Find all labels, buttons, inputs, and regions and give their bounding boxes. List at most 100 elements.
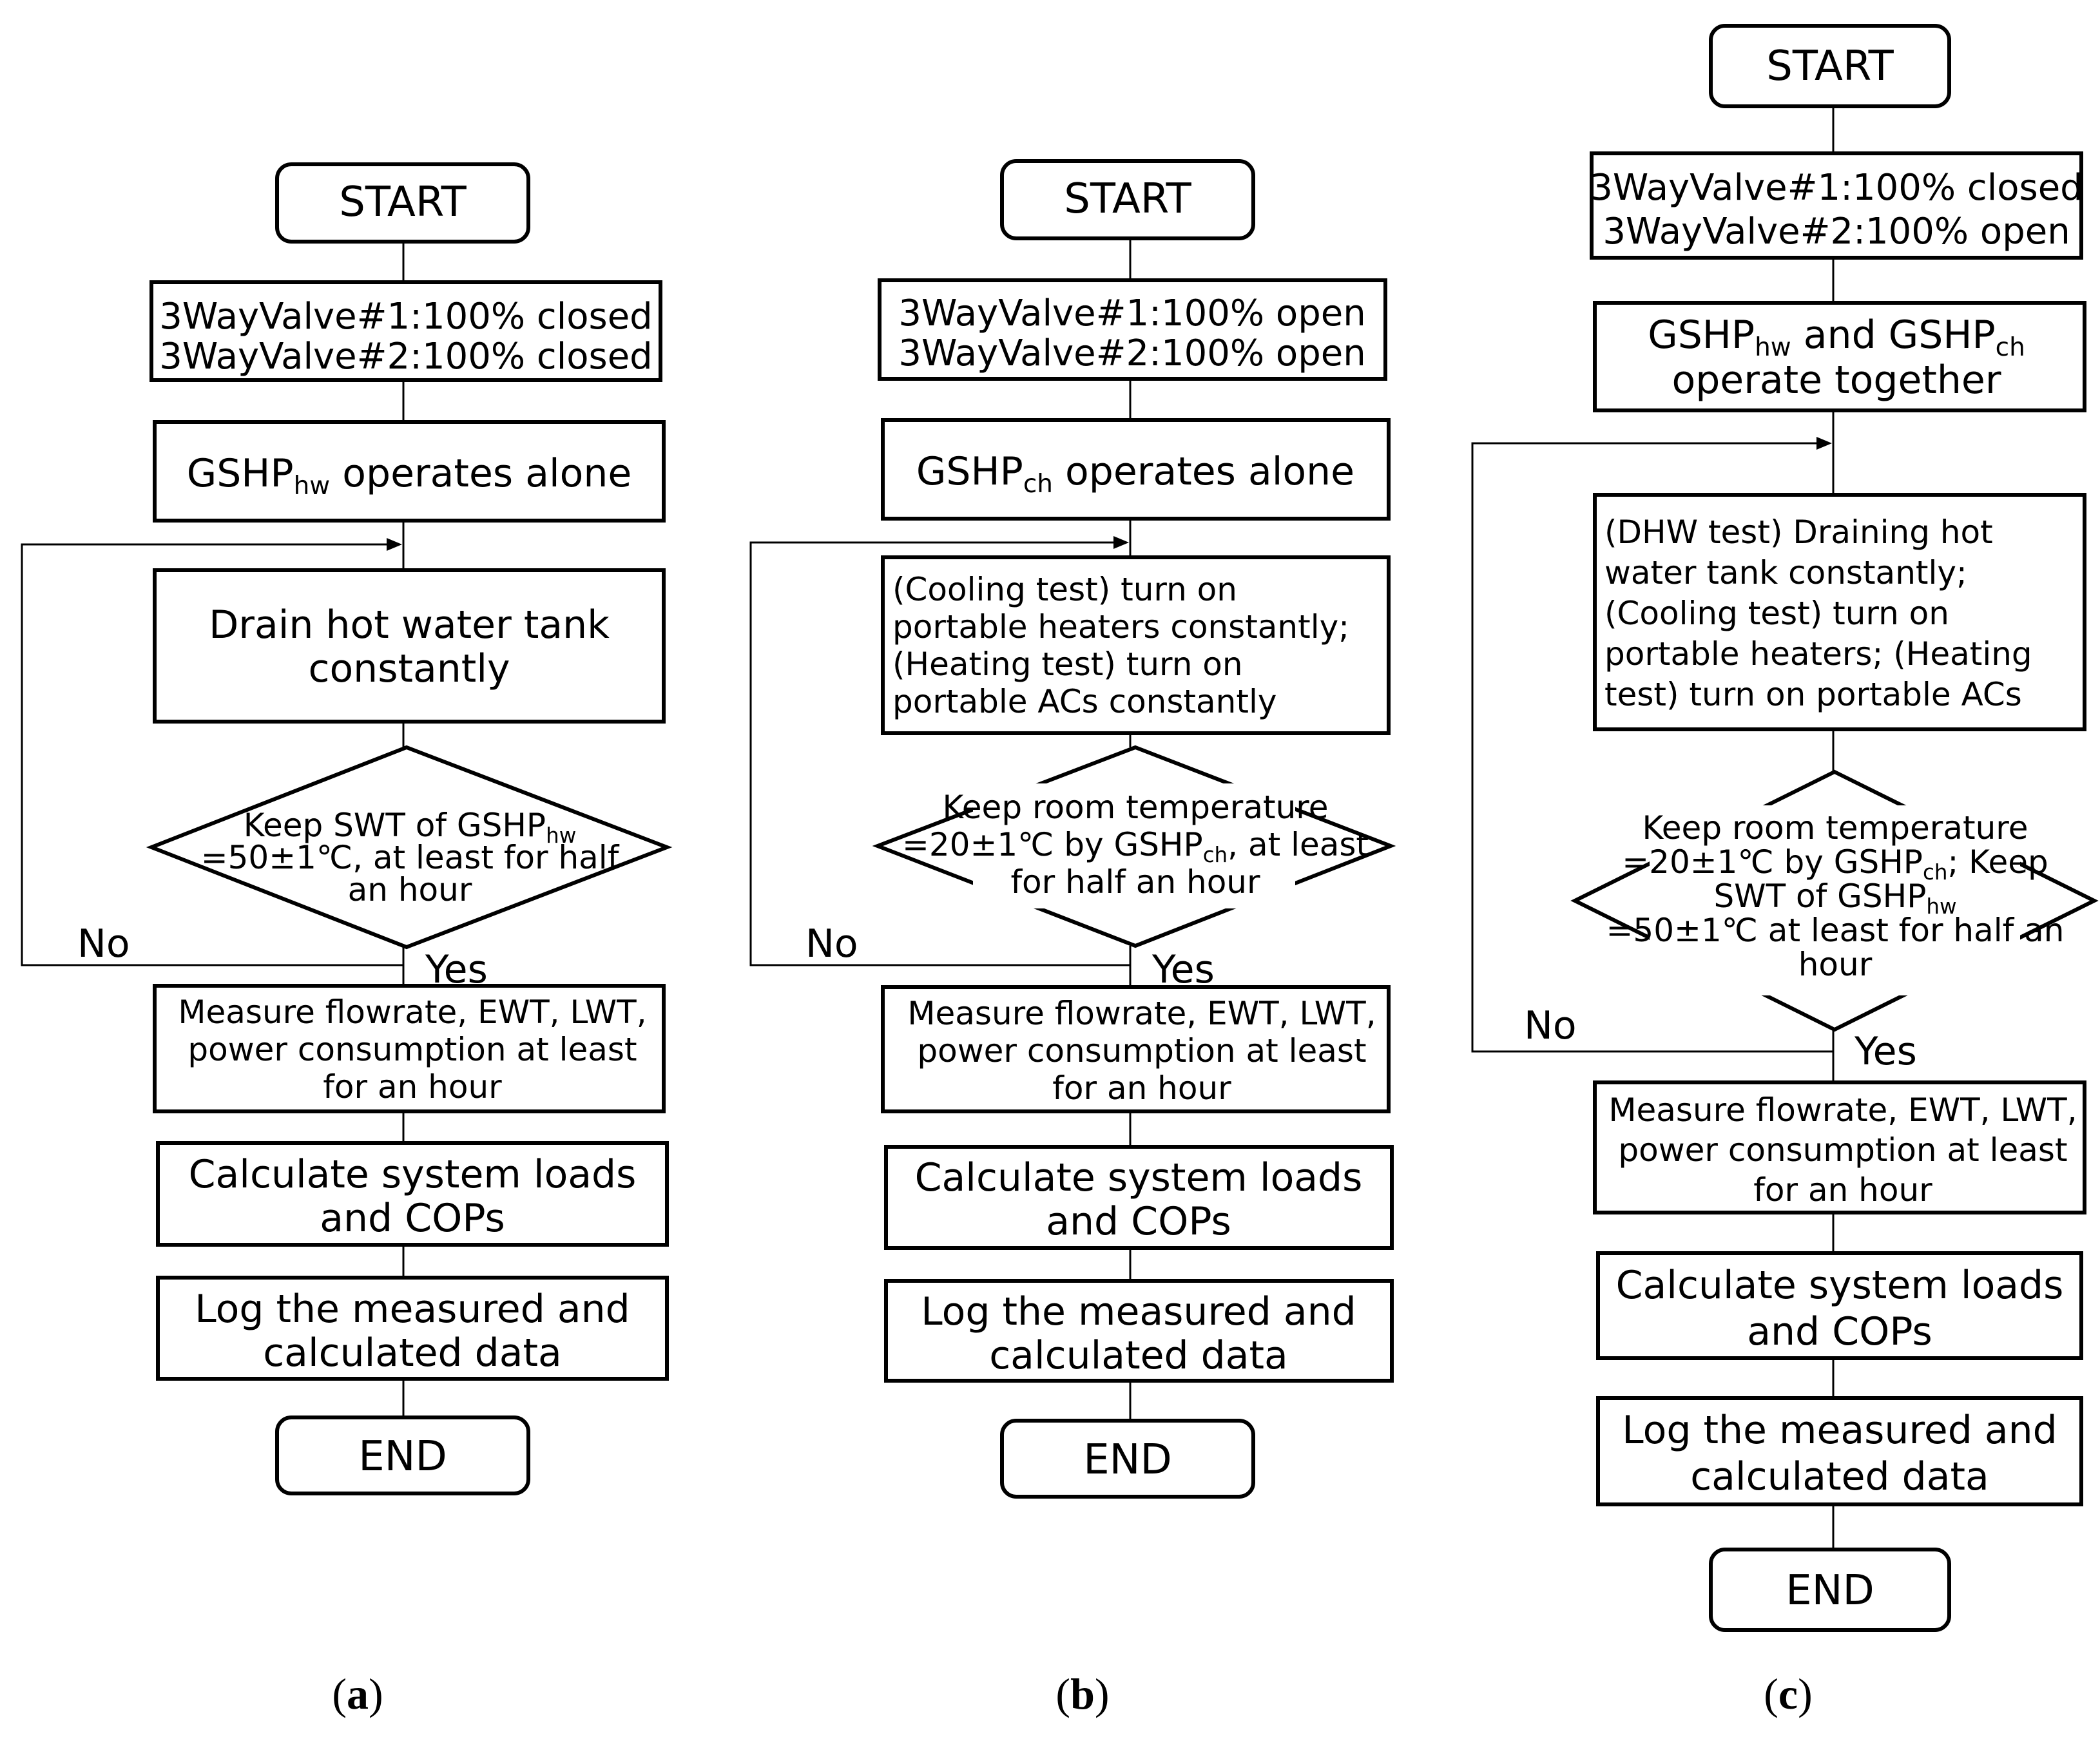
- measure-box: [1593, 1080, 2086, 1214]
- no-label: No: [77, 921, 130, 966]
- text-run: and GSHP: [1791, 312, 1996, 358]
- operate-box: [1593, 301, 2086, 412]
- text-run: =50±1℃ at least for half an: [1606, 912, 2065, 949]
- text-line: Calculate system loads: [189, 1152, 637, 1197]
- text-line: an hour: [348, 871, 472, 908]
- text-run: , at least: [1228, 826, 1369, 863]
- decision-text-backdrop: [1650, 805, 2020, 995]
- caption-b: (b): [1055, 1669, 1109, 1718]
- start-terminal: [275, 162, 530, 244]
- text-line: GSHPhw operates alone: [187, 451, 632, 501]
- text-line: Calculate system loads: [1616, 1263, 2064, 1308]
- text-line: portable heaters constantly;: [892, 608, 1349, 646]
- decision-text: Keep room temperature=20±1℃ by GSHPch; K…: [1606, 809, 2065, 983]
- log-box: [156, 1276, 669, 1381]
- text-run: GSHP: [187, 451, 294, 496]
- no-label: No: [1524, 1003, 1577, 1048]
- text-line: Measure flowrate, EWT, LWT,: [178, 993, 646, 1031]
- text-line: Log the measured and: [1622, 1408, 2057, 1453]
- text-line: Keep SWT of GSHPhw: [244, 807, 577, 848]
- text-run: =50±1℃, at least for half: [201, 839, 620, 876]
- operate-text: GSHPhw operates alone: [187, 451, 632, 501]
- caption-paren: (: [1764, 1669, 1778, 1718]
- decision-diamond: [146, 745, 673, 950]
- text-line: =20±1℃ by GSHPch; Keep: [1622, 843, 2048, 885]
- valve-settings-box: [1590, 151, 2083, 260]
- text-line: 3WayValve#1:100% closed: [1590, 167, 2083, 209]
- no-loop-line: [749, 541, 1132, 966]
- measure-box: [153, 984, 666, 1113]
- text-line: 3WayValve#2:100% open: [898, 332, 1365, 374]
- text-run: Keep room temperature: [943, 789, 1329, 826]
- text-line: Measure flowrate, EWT, LWT,: [907, 995, 1376, 1032]
- text-line: calculated data: [989, 1333, 1288, 1378]
- text-line: 3WayValve#2:100% open: [1603, 211, 2070, 253]
- text-run: hour: [1798, 946, 1873, 983]
- decision-text: Keep SWT of GSHPhw=50±1℃, at least for h…: [201, 807, 620, 908]
- text-line: for half an hour: [1010, 863, 1260, 901]
- process-box: [1593, 493, 2086, 731]
- process-box: [153, 568, 666, 724]
- no-loop-line: [1471, 442, 1835, 1053]
- no-label: No: [805, 921, 858, 966]
- text-line: portable heaters; (Heating: [1604, 635, 2032, 673]
- text-line: =50±1℃ at least for half an: [1606, 912, 2065, 949]
- loop-arrowhead: [1816, 437, 1832, 450]
- decision-text: Keep room temperature=20±1℃ by GSHPch, a…: [902, 789, 1369, 901]
- text-run: SWT of GSHP: [1713, 878, 1926, 915]
- yes-label: Yes: [1854, 1029, 1917, 1074]
- subscript: ch: [1203, 843, 1228, 867]
- text-run: Keep room temperature: [1642, 809, 2028, 847]
- operate-text: GSHPch operates alone: [916, 449, 1354, 499]
- text-line: GSHPhw and GSHPch: [1648, 312, 2025, 362]
- text-line: Log the measured and: [195, 1287, 630, 1332]
- text-line: for an hour: [1753, 1171, 1932, 1209]
- text-line: for an hour: [323, 1068, 502, 1106]
- start-terminal: [1000, 159, 1255, 240]
- text-line: Keep room temperature: [943, 789, 1329, 826]
- start-terminal: [1709, 24, 1951, 108]
- calculate-box: [1596, 1251, 2083, 1360]
- text-run: =20±1℃ by GSHP: [902, 826, 1203, 863]
- text-run: for half an hour: [1010, 863, 1260, 901]
- text-line: Measure flowrate, EWT, LWT,: [1608, 1091, 2077, 1129]
- yes-label: Yes: [1151, 947, 1215, 992]
- text-line: water tank constantly;: [1604, 554, 1967, 591]
- text-line: (Cooling test) turn on: [892, 571, 1237, 608]
- text-line: 3WayValve#1:100% open: [898, 293, 1365, 334]
- text-run: an hour: [348, 871, 472, 908]
- subscript: hw: [546, 823, 576, 848]
- no-loop-line: [21, 543, 405, 966]
- text-run: Keep SWT of GSHP: [244, 807, 546, 844]
- operate-box: [881, 418, 1391, 521]
- text-run: GSHP: [1648, 312, 1755, 358]
- text-line: Calculate system loads: [915, 1155, 1363, 1200]
- start-label: START: [339, 178, 467, 226]
- calculate-box: [156, 1141, 669, 1247]
- caption-a: (a): [332, 1669, 383, 1718]
- decision-text-backdrop: [973, 783, 1295, 908]
- text-line: for an hour: [1052, 1070, 1231, 1107]
- end-terminal: [1709, 1548, 1951, 1632]
- operate-box: [153, 420, 666, 523]
- caption-paren: (: [1055, 1669, 1070, 1718]
- end-terminal: [275, 1416, 530, 1495]
- text-line: hour: [1798, 946, 1873, 983]
- subscript: ch: [1996, 333, 2025, 362]
- text-line: constantly: [308, 646, 510, 691]
- calculate-box: [884, 1145, 1394, 1250]
- measure-text: Measure flowrate, EWT, LWT,power consump…: [1608, 1091, 2077, 1209]
- text-line: power consumption at least: [1618, 1131, 2067, 1169]
